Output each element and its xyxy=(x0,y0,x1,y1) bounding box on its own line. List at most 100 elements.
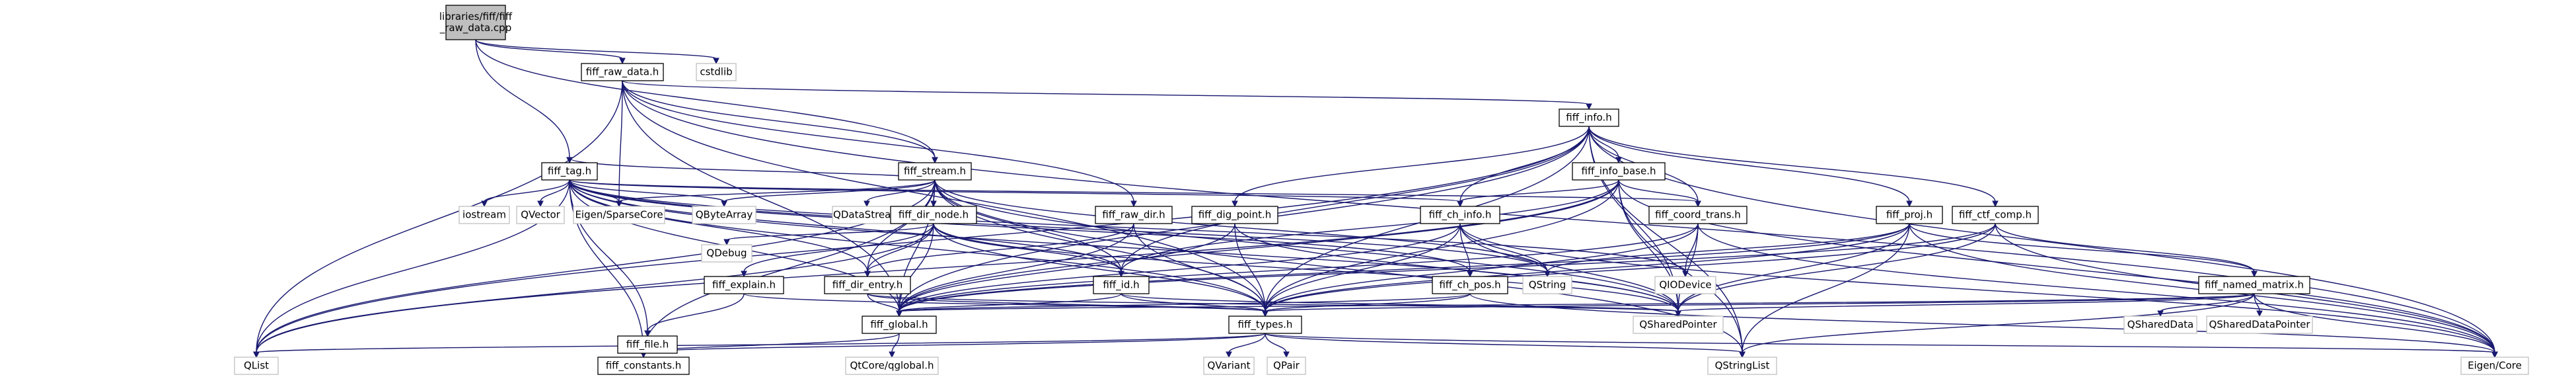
edge-fiff_named_matrix_h-to-EigenCore xyxy=(2254,293,2495,353)
edge-fiff_raw_data_h-to-EigenCore xyxy=(622,80,2495,353)
edge-arrowhead xyxy=(1675,310,1681,318)
node-fiff-raw-data-h[interactable]: fiff_raw_data.h xyxy=(581,63,664,81)
node-fiff-dir-entry-h[interactable]: fiff_dir_entry.h xyxy=(824,276,911,294)
edge-arrowhead xyxy=(1586,103,1592,110)
edge-fiff_proj_h-to-fiff_named_matrix_h xyxy=(1909,223,2255,273)
edge-arrowhead xyxy=(889,351,895,359)
node-QDataStream: QDataStream xyxy=(832,206,902,224)
edge-arrowhead xyxy=(1906,200,1913,208)
edge-arrowhead xyxy=(1695,200,1701,208)
edge-fiff_raw_data_h-to-fiff_info_h xyxy=(622,80,1590,105)
node-fiff-ctf-comp-h[interactable]: fiff_ctf_comp.h xyxy=(1952,206,2039,224)
node-label: cstdlib xyxy=(700,66,732,78)
edge-fiff_stream_h-to-EigenSparseCore xyxy=(618,179,936,202)
edge-arrowhead xyxy=(644,330,651,337)
edge-fiff_info_base_h-to-fiff_ch_info_h xyxy=(1459,179,1619,202)
node-fiff-ch-pos-h[interactable]: fiff_ch_pos.h xyxy=(1432,276,1508,294)
node-QByteArray: QByteArray xyxy=(692,206,756,224)
node-box xyxy=(445,5,506,40)
edge-fiff_types_h-to-QStringList xyxy=(1265,333,1743,353)
node-label: QVector xyxy=(521,209,560,221)
edge-fiff_tag_h-to-fiff_dir_entry_h xyxy=(569,179,868,273)
node-box xyxy=(1267,357,1306,375)
edge-arrowhead xyxy=(1739,351,1746,359)
node-box xyxy=(1648,206,1748,224)
node-label: fiff_dir_node.h xyxy=(899,209,969,222)
node-fiff-dir-node-h[interactable]: fiff_dir_node.h xyxy=(890,206,977,224)
node-box xyxy=(1876,206,1943,224)
edge-fiff_stream_h-to-QSharedPointer xyxy=(934,179,1679,312)
edge-fiff_raw_dir_h-to-fiff_dir_entry_h xyxy=(867,223,1134,273)
edge-fiff_ch_pos_h-to-fiff_types_h xyxy=(1265,293,1471,312)
edge-fiff_tag_h-to-QIODevice xyxy=(569,179,1686,273)
node-box xyxy=(1420,206,1500,224)
node-QSharedData: QSharedData xyxy=(2123,316,2197,334)
edge-fiff_explain_h-to-fiff_file_h xyxy=(647,293,745,332)
edge-arrowhead xyxy=(2251,271,2258,278)
edge-fiff_types_h-to-QList xyxy=(256,333,1266,353)
node-fiff-tag-h[interactable]: fiff_tag.h xyxy=(541,162,598,181)
node-label: fiff_types.h xyxy=(1238,319,1293,331)
node-box xyxy=(862,316,937,334)
edge-fiff_info_h-to-QList xyxy=(256,126,1590,353)
node-label: libraries/fiff/fiff xyxy=(439,11,513,22)
node-QIODevice: QIODevice xyxy=(1654,276,1716,294)
node-fiff-explain-h[interactable]: fiff_explain.h xyxy=(704,276,784,294)
edge-fiff_ch_info_h-to-QString xyxy=(1459,223,1548,273)
node-fiff-proj-h[interactable]: fiff_proj.h xyxy=(1876,206,1943,224)
node-fiff-raw-dir-h[interactable]: fiff_raw_dir.h xyxy=(1095,206,1173,224)
edge-fiff_dir_node_h-to-fiff_explain_h xyxy=(743,223,934,273)
node-box xyxy=(1095,206,1173,224)
edge-fiff_ch_info_h-to-fiff_types_h xyxy=(1265,223,1461,312)
edge-fiff_ctf_comp_h-to-fiff_global_h xyxy=(899,223,1996,312)
edge-arrowhead xyxy=(864,271,871,278)
node-box xyxy=(597,357,690,375)
node-label: QSharedPointer xyxy=(1639,319,1717,331)
node-label: QDataStream xyxy=(833,209,901,221)
edge-fiff_tag_h-to-fiff_coord_trans_h xyxy=(569,179,1699,202)
node-fiff-dig-point-h[interactable]: fiff_dig_point.h xyxy=(1191,206,1278,224)
node-EigenSparseCore: Eigen/SparseCore xyxy=(573,206,665,224)
edge-fiff_stream_h-to-QDataStream xyxy=(866,179,936,202)
edge-arrowhead xyxy=(1467,271,1473,278)
node-root[interactable]: libraries/fiff/fiff_raw_data.cpp xyxy=(439,5,513,40)
edge-fiff_tag_h-to-QVector xyxy=(540,179,570,202)
node-box xyxy=(1093,276,1150,294)
edge-root-to-fiff_stream_h xyxy=(475,39,936,159)
node-fiff-global-h[interactable]: fiff_global.h xyxy=(862,316,937,334)
node-box xyxy=(516,206,565,224)
edge-arrowhead xyxy=(896,310,902,318)
edge-fiff_coord_trans_h-to-fiff_types_h xyxy=(1265,223,1699,312)
node-fiff-file-h[interactable]: fiff_file.h xyxy=(617,335,678,354)
edge-fiff_ctf_comp_h-to-fiff_named_matrix_h xyxy=(1995,223,2255,273)
node-fiff-named-matrix-h[interactable]: fiff_named_matrix.h xyxy=(2198,276,2310,294)
edge-fiff_types_h-to-QPair xyxy=(1265,333,1287,353)
edge-arrowhead xyxy=(1544,271,1551,278)
node-box xyxy=(1572,162,1666,181)
edge-fiff_tag_h-to-fiff_types_h xyxy=(569,179,1266,312)
edge-arrowhead xyxy=(1130,200,1137,208)
node-box xyxy=(701,244,753,263)
node-fiff-types-h[interactable]: fiff_types.h xyxy=(1228,316,1302,334)
node-box xyxy=(692,206,756,224)
node-fiff-ch-info-h[interactable]: fiff_ch_info.h xyxy=(1420,206,1500,224)
node-fiff-info-h[interactable]: fiff_info.h xyxy=(1559,108,1619,127)
edge-arrowhead xyxy=(1232,200,1238,208)
edge-fiff_proj_h-to-QSharedPointer xyxy=(1677,223,1910,312)
node-QSharedDataPointer: QSharedDataPointer xyxy=(2206,316,2313,334)
edge-arrowhead xyxy=(2491,351,2498,359)
edge-fiff_raw_dir_h-to-fiff_types_h xyxy=(1133,223,1266,312)
node-fiff-constants-h[interactable]: fiff_constants.h xyxy=(597,357,690,375)
edge-fiff_named_matrix_h-to-QSharedData xyxy=(2160,293,2255,312)
node-box xyxy=(617,335,678,354)
node-box xyxy=(1191,206,1278,224)
edge-fiff_proj_h-to-QStringList xyxy=(1742,223,1910,353)
node-fiff-stream-h[interactable]: fiff_stream.h xyxy=(898,162,972,181)
node-fiff-id-h[interactable]: fiff_id.h xyxy=(1093,276,1150,294)
node-fiff-coord-trans-h[interactable]: fiff_coord_trans.h xyxy=(1648,206,1748,224)
node-label: fiff_ch_info.h xyxy=(1429,209,1492,222)
edge-arrowhead xyxy=(741,271,747,278)
node-EigenCore: Eigen/Core xyxy=(2460,357,2529,375)
node-fiff-info-base-h[interactable]: fiff_info_base.h xyxy=(1572,162,1666,181)
node-label: fiff_info.h xyxy=(1566,112,1611,124)
